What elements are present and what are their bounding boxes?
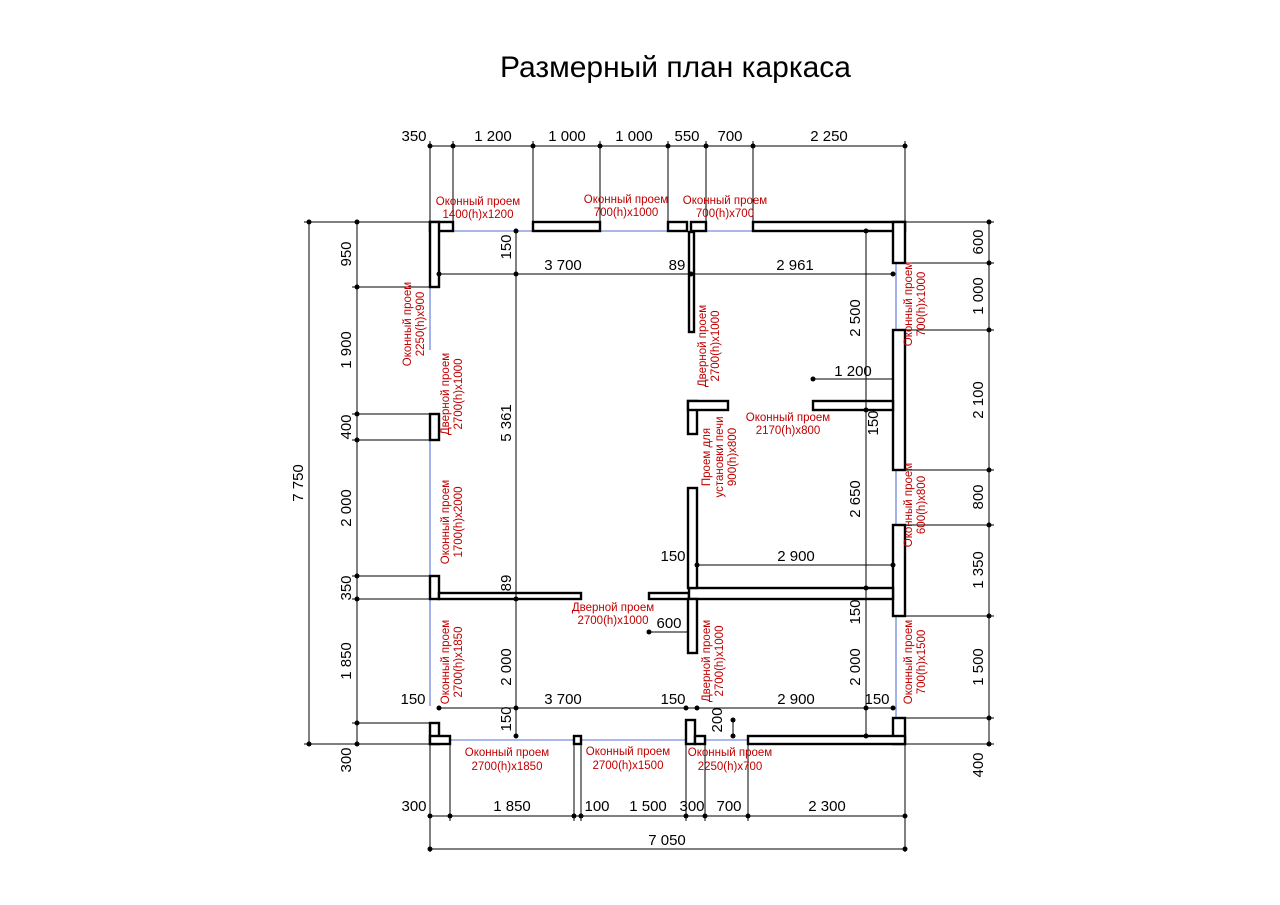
dim-bottom-total: 7 050 <box>648 832 686 849</box>
label-window-right-2-size: 600(h)x800 <box>916 476 928 534</box>
dim-right-2100: 2 100 <box>970 381 987 419</box>
dim-left-300: 300 <box>338 747 355 772</box>
label-door-mid-name: Дверной проем <box>572 602 654 614</box>
dim-left-400: 400 <box>338 414 355 439</box>
dim-right-1350: 1 350 <box>970 551 987 589</box>
label-window-left-3-name: Оконный проем <box>440 620 452 705</box>
dim-top-550: 550 <box>674 128 699 145</box>
dim-left-1850: 1 850 <box>338 642 355 680</box>
label-door-left-name: Дверной проем <box>440 353 452 435</box>
label-window-left-1-size: 2250(h)x900 <box>415 292 427 357</box>
dim-left-350: 350 <box>338 575 355 600</box>
dim-inner-2900-mid: 2 900 <box>777 548 815 565</box>
dim-left-1900: 1 900 <box>338 331 355 369</box>
label-window-top-1-name: Оконный проем <box>436 196 521 208</box>
label-window-bottom-2-name: Оконный проем <box>586 746 671 758</box>
dim-right-600: 600 <box>970 229 987 254</box>
label-stove-line3: 900(h)x800 <box>727 428 739 486</box>
label-window-bottom-3-size: 2250(h)x700 <box>698 761 763 773</box>
dim-right-400: 400 <box>970 752 987 777</box>
label-window-top-1-size: 1400(h)x1200 <box>443 209 514 221</box>
label-window-bottom-2-size: 2700(h)x1500 <box>593 760 664 772</box>
label-door-low-name: Дверной проем <box>701 620 713 702</box>
label-window-top-2-size: 700(h)x1000 <box>594 207 659 219</box>
dim-inner-1200: 1 200 <box>834 363 872 380</box>
label-door-center-size: 2700(h)x1000 <box>710 311 722 382</box>
label-window-top-3-size: 700(h)x700 <box>696 208 754 220</box>
dim-inner-2900-bottom: 2 900 <box>777 691 815 708</box>
label-window-inner-name: Оконный проем <box>746 412 831 424</box>
dim-inner-150-e: 150 <box>400 691 425 708</box>
label-window-right-1-name: Оконный проем <box>903 262 915 347</box>
dim-bottom-300a: 300 <box>401 798 426 815</box>
dim-top-350: 350 <box>401 128 426 145</box>
label-window-right-2-name: Оконный проем <box>903 463 915 548</box>
dim-inner-2000-left: 2 000 <box>498 648 515 686</box>
label-window-right-3-name: Оконный проем <box>903 620 915 705</box>
dim-inner-5361: 5 361 <box>498 404 515 442</box>
label-window-left-2-name: Оконный проем <box>440 480 452 565</box>
dim-right-800: 800 <box>970 484 987 509</box>
walls <box>428 220 907 746</box>
dim-top-1200: 1 200 <box>474 128 512 145</box>
label-window-bottom-3-name: Оконный проем <box>688 747 773 759</box>
dim-inner-150-b: 150 <box>865 410 882 435</box>
dim-inner-600: 600 <box>656 615 681 632</box>
label-window-inner-size: 2170(h)x800 <box>756 425 821 437</box>
dim-inner-2650: 2 650 <box>847 480 864 518</box>
dim-inner-2961: 2 961 <box>776 257 814 274</box>
dim-bottom-700: 700 <box>716 798 741 815</box>
label-window-right-1-size: 700(h)x1000 <box>916 272 928 337</box>
dim-top-1000b: 1 000 <box>615 128 653 145</box>
dim-top-1000a: 1 000 <box>548 128 586 145</box>
label-window-bottom-1-size: 2700(h)x1850 <box>472 761 543 773</box>
dim-inner-150-g: 150 <box>864 691 889 708</box>
label-stove-line1: Проем для <box>701 428 713 486</box>
label-window-right-3-size: 700(h)x1500 <box>916 630 928 695</box>
dim-inner-150-h: 150 <box>498 706 515 731</box>
dim-inner-200: 200 <box>709 707 726 732</box>
dim-inner-150-f: 150 <box>660 691 685 708</box>
dim-right-1500: 1 500 <box>970 648 987 686</box>
dim-bottom-1500: 1 500 <box>629 798 667 815</box>
label-window-top-2-name: Оконный проем <box>584 194 669 206</box>
dim-top-700: 700 <box>717 128 742 145</box>
dim-inner-150-c: 150 <box>660 548 685 565</box>
window-lines <box>429 230 897 741</box>
label-window-top-3-name: Оконный проем <box>683 195 768 207</box>
label-stove-line2: установки печи <box>714 416 726 497</box>
dim-inner-2000-right: 2 000 <box>847 648 864 686</box>
dim-bottom-100: 100 <box>584 798 609 815</box>
dim-inner-150-d: 150 <box>847 599 864 624</box>
dimension-dots <box>306 143 992 852</box>
dim-bottom-2300: 2 300 <box>808 798 846 815</box>
dim-inner-2500: 2 500 <box>847 299 864 337</box>
dim-bottom-1850: 1 850 <box>493 798 531 815</box>
dim-inner-3700-top: 3 700 <box>544 257 582 274</box>
dim-inner-150-a: 150 <box>498 234 515 259</box>
label-door-left-size: 2700(h)x1000 <box>453 359 465 430</box>
label-door-center-name: Дверной проем <box>697 305 709 387</box>
dim-top-2250: 2 250 <box>810 128 848 145</box>
dim-left-total: 7 750 <box>290 464 307 502</box>
label-window-left-3-size: 2700(h)x1850 <box>453 627 465 698</box>
dim-bottom-300b: 300 <box>679 798 704 815</box>
label-window-left-2-size: 1700(h)x2000 <box>453 487 465 558</box>
dim-inner-3700-bottom: 3 700 <box>544 691 582 708</box>
dim-left-2000: 2 000 <box>338 489 355 527</box>
dim-inner-89-top: 89 <box>669 257 686 274</box>
label-window-bottom-1-name: Оконный проем <box>465 747 550 759</box>
label-door-mid-size: 2700(h)x1000 <box>578 615 649 627</box>
dim-left-950: 950 <box>338 241 355 266</box>
label-door-low-size: 2700(h)x1000 <box>714 626 726 697</box>
page-title: Размерный план каркаса <box>500 51 851 84</box>
dim-inner-89-mid: 89 <box>498 575 515 592</box>
dim-right-1000: 1 000 <box>970 277 987 315</box>
label-window-left-1-name: Оконный проем <box>402 282 414 367</box>
